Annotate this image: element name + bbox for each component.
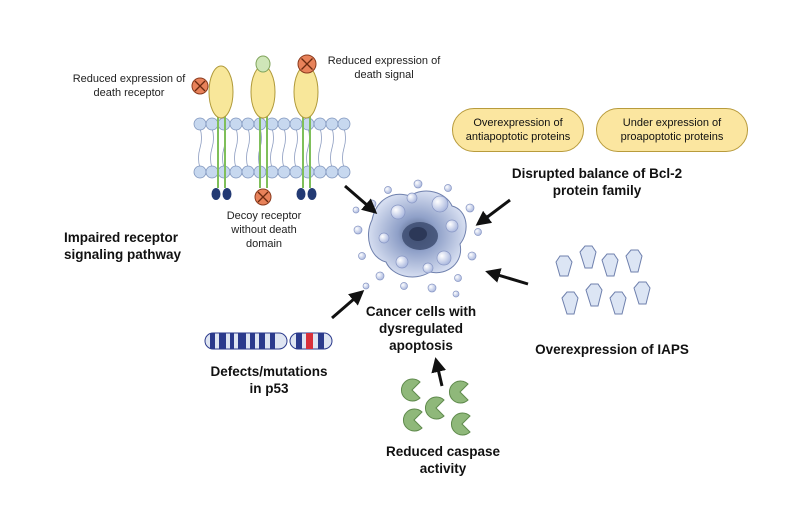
inhibit-icon-receptor: [191, 77, 209, 95]
pill-proapoptotic: Under expression of proapoptotic protein…: [596, 108, 748, 152]
label-impaired-pathway: Impaired receptor signaling pathway: [64, 230, 182, 262]
label-iaps: Overexpression of IAPS: [535, 342, 689, 357]
receptor-3: [293, 65, 319, 200]
membrane-heads-bottom: [193, 165, 351, 179]
arrow-caspase: [431, 357, 447, 387]
membrane-lipid-tails: [198, 127, 346, 169]
iap-proteins: [555, 245, 651, 315]
arrow-iaps: [485, 268, 529, 286]
cell-membrane: [193, 117, 351, 179]
inhibit-icon-decoy: [254, 188, 272, 206]
arrow-p53: [331, 290, 365, 320]
label-reduced-death-receptor: Reduced expression of death receptor: [72, 73, 186, 99]
arrow-receptor: [344, 184, 378, 214]
arrow-bcl2: [475, 198, 511, 226]
pill-antiapoptotic: Overexpression of antiapoptotic proteins: [452, 108, 584, 152]
receptor-2: [250, 55, 276, 188]
inhibit-icon-signal: [297, 54, 317, 74]
label-p53: Defects/mutations in p53: [210, 364, 328, 396]
caspase-proteins: [401, 378, 471, 436]
label-decoy-receptor: Decoy receptor without death domain: [226, 210, 302, 250]
label-center: Cancer cells with dysregulated apoptosis: [365, 304, 477, 353]
label-disrupted-bcl2: Disrupted balance of Bcl-2 protein famil…: [511, 166, 683, 198]
chromosome: [204, 332, 333, 350]
label-caspase: Reduced caspase activity: [385, 444, 501, 476]
receptor-1: [208, 65, 234, 200]
arrows: [331, 184, 529, 387]
label-reduced-death-signal: Reduced expression of death signal: [327, 55, 441, 81]
